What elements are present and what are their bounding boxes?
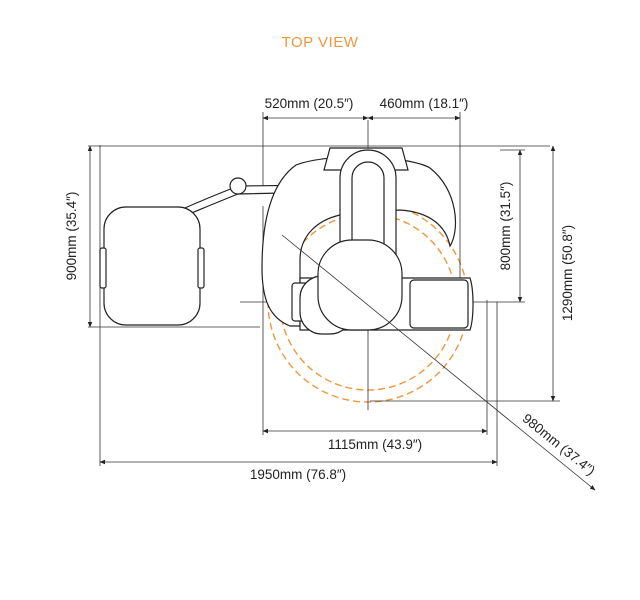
view-title: TOP VIEW: [281, 34, 359, 51]
base-depth-label: 800mm (31.5″): [498, 182, 513, 271]
dimension-lines: [87, 115, 556, 465]
base-width-label: 1115mm (43.9″): [328, 437, 422, 452]
total-depth-label: 1290mm (50.8″): [560, 225, 575, 321]
monitor-depth-label: 900mm (35.4″): [64, 192, 79, 281]
radius-label: 980mm (37.4″): [520, 411, 598, 479]
left-reach-label: 520mm (20.5″): [265, 96, 354, 111]
robot-base: [261, 147, 474, 335]
monitor-screen: [103, 206, 201, 326]
total-width-label: 1950mm (76.8″): [250, 467, 346, 482]
radius-line: [281, 234, 596, 491]
right-reach-label: 460mm (18.1″): [380, 96, 469, 111]
